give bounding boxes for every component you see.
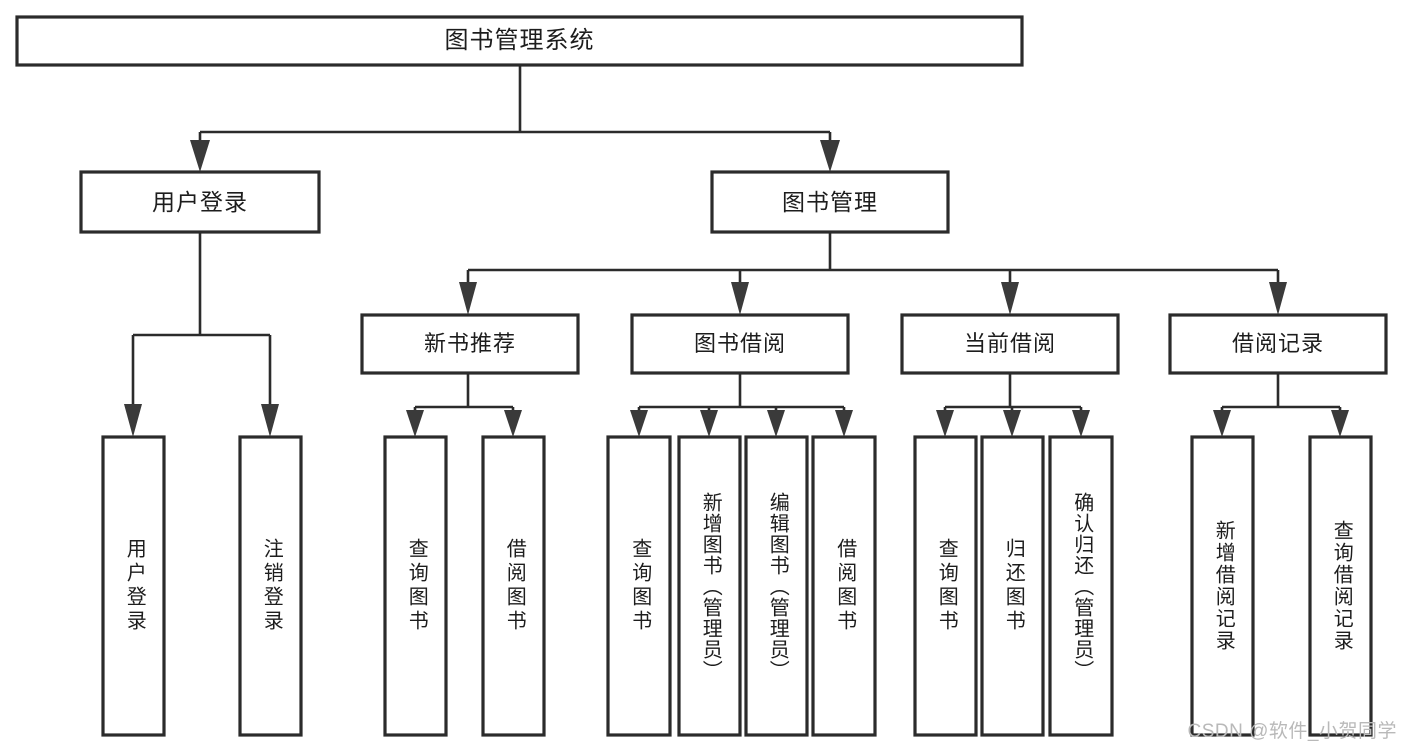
arrow-to-leaf-borrow-book-2 [835,410,853,437]
arrow-to-leaf-edit-book [767,410,785,437]
arrow-to-user-login [190,140,210,172]
connector-layer [124,65,1349,437]
box-leaf-return-book[interactable] [980,435,1045,737]
arrow-to-borrow-record [1269,282,1287,315]
arrow-to-leaf-query-book-3 [936,410,954,437]
arrow-to-leaf-add-record [1213,410,1231,437]
box-leaf-logout-login[interactable] [238,435,303,737]
box-leaf-edit-book[interactable] [744,435,809,737]
arrow-to-current-borrow [1001,282,1019,315]
box-borrow-record[interactable] [1168,313,1388,375]
box-new-book-recommend[interactable] [360,313,580,375]
connector-book-manage-to-level3 [466,232,1280,284]
arrow-to-leaf-query-book-2 [630,410,648,437]
box-book-manage[interactable] [710,170,950,234]
box-book-borrow[interactable] [630,313,850,375]
arrow-to-leaf-query-record [1331,410,1349,437]
box-leaf-user-login[interactable] [101,435,166,737]
arrow-to-new-book-recommend [459,282,477,315]
box-leaf-add-record[interactable] [1190,435,1255,737]
box-leaf-query-book-2[interactable] [606,435,672,737]
box-leaf-add-book[interactable] [677,435,742,737]
box-leaf-borrow-book-1[interactable] [481,435,546,737]
arrow-to-leaf-logout-login [261,404,279,437]
arrow-to-leaf-borrow-book-1 [504,410,522,437]
box-current-borrow[interactable] [900,313,1120,375]
arrow-to-leaf-return-book [1003,410,1021,437]
box-leaf-query-book-3[interactable] [913,435,978,737]
connector-borrow-record-to-leaves [1220,373,1342,418]
box-leaf-query-record[interactable] [1308,435,1373,737]
node-box-layer [15,15,1388,737]
arrow-to-leaf-confirm-return [1072,410,1090,437]
arrow-to-book-manage [820,140,840,172]
box-user-login[interactable] [79,170,321,234]
connector-new-book-recommend-to-leaves [413,373,515,418]
connector-user-login-to-leaves [131,232,272,407]
box-leaf-confirm-return[interactable] [1048,435,1114,737]
box-leaf-borrow-book-2[interactable] [811,435,877,737]
connector-root-to-level2 [198,65,832,146]
arrow-to-leaf-query-book-1 [406,410,424,437]
box-leaf-query-book-1[interactable] [383,435,448,737]
arrow-to-leaf-add-book [700,410,718,437]
box-root[interactable] [15,15,1024,67]
connector-book-borrow-to-leaves [637,373,846,418]
arrow-to-leaf-user-login [124,404,142,437]
arrow-to-book-borrow [731,282,749,315]
